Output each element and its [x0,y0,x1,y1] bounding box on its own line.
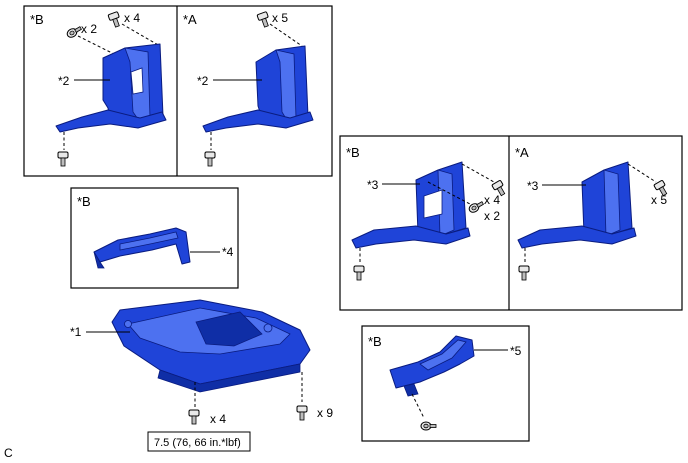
leader-dash [411,393,425,419]
leader-dash [269,23,303,47]
bolt-icon [107,11,123,29]
part-1-shape [111,299,311,393]
bolt-icon [188,409,200,425]
panel-bottom-right-b-variant: *B [368,334,382,349]
panel-right-b-clip-qty: x 2 [484,209,500,223]
under-cover-part-label: *1 [70,325,82,339]
panel-right-b-variant: *B [346,145,360,160]
panel-right-b-part-label: *3 [367,178,379,192]
under-cover: *1 x 4 x 9 7.5 (76, 66 in.*lbf) [70,299,333,452]
leader-dash [121,23,161,47]
panel-right-a-part-label: *3 [527,179,539,193]
torque-spec-box [147,431,251,452]
under-cover-bolt-qty: x 4 [210,412,226,426]
part-4-shape [93,227,191,269]
panel-top-left-a-bolt-qty: x 5 [272,11,288,25]
bolt-icon [57,151,69,167]
panel-top-left-b-part-label: *2 [58,74,70,88]
part-2-b-shape [55,43,167,133]
torque-spec: 7.5 (76, 66 in.*lbf) [154,437,241,449]
panel-top-left-a: *A x 5 *2 [183,11,314,167]
panel-top-left-b-bolt-qty: x 4 [124,11,140,25]
panel-mid-left-b: *B *4 [77,194,234,269]
panel-mid-left-frame [70,187,239,289]
panel-top-left-b: *B x 2 x 4 *2 [30,11,167,167]
bolt-icon [256,11,272,29]
panel-right-b: *B *3 x 4 x 2 [346,145,508,281]
under-cover-clip-qty: x 9 [317,406,333,420]
panel-top-left-b-clip-qty: x 2 [81,22,97,36]
leader-dash [77,35,119,57]
panel-right-frame [339,135,683,311]
bolt-icon [204,151,216,167]
leader-dash [461,163,495,183]
panel-right-a-variant: *A [515,145,529,160]
panel-bottom-right-b: *B *5 [368,334,522,431]
panel-right-a: *A *3 x 5 [515,145,670,281]
figure-code: C [4,446,13,460]
part-3-a-shape [517,161,637,249]
part-5-shape [389,335,475,397]
panel-mid-left-b-variant: *B [77,194,91,209]
bolt-icon [353,265,365,281]
leader-dash [627,163,657,183]
panel-right-b-bolt-qty: x 4 [484,193,500,207]
clip-icon [467,199,486,215]
part-2-a-shape [202,45,314,133]
panel-bottom-right-frame [361,325,530,442]
panel-top-left-b-variant: *B [30,12,44,27]
panel-right-a-bolt-qty: x 5 [651,193,667,207]
panel-bottom-right-b-part-label: *5 [510,344,522,358]
part-3-b-shape [351,161,471,249]
panel-top-left-a-variant: *A [183,12,197,27]
clip-icon [296,405,308,421]
panel-top-left-a-part-label: *2 [197,74,209,88]
bolt-icon [518,265,530,281]
leader-dash [427,181,471,205]
panel-top-left-frame [23,5,333,177]
panel-mid-left-b-part-label: *4 [222,245,234,259]
clip-icon [420,421,437,431]
